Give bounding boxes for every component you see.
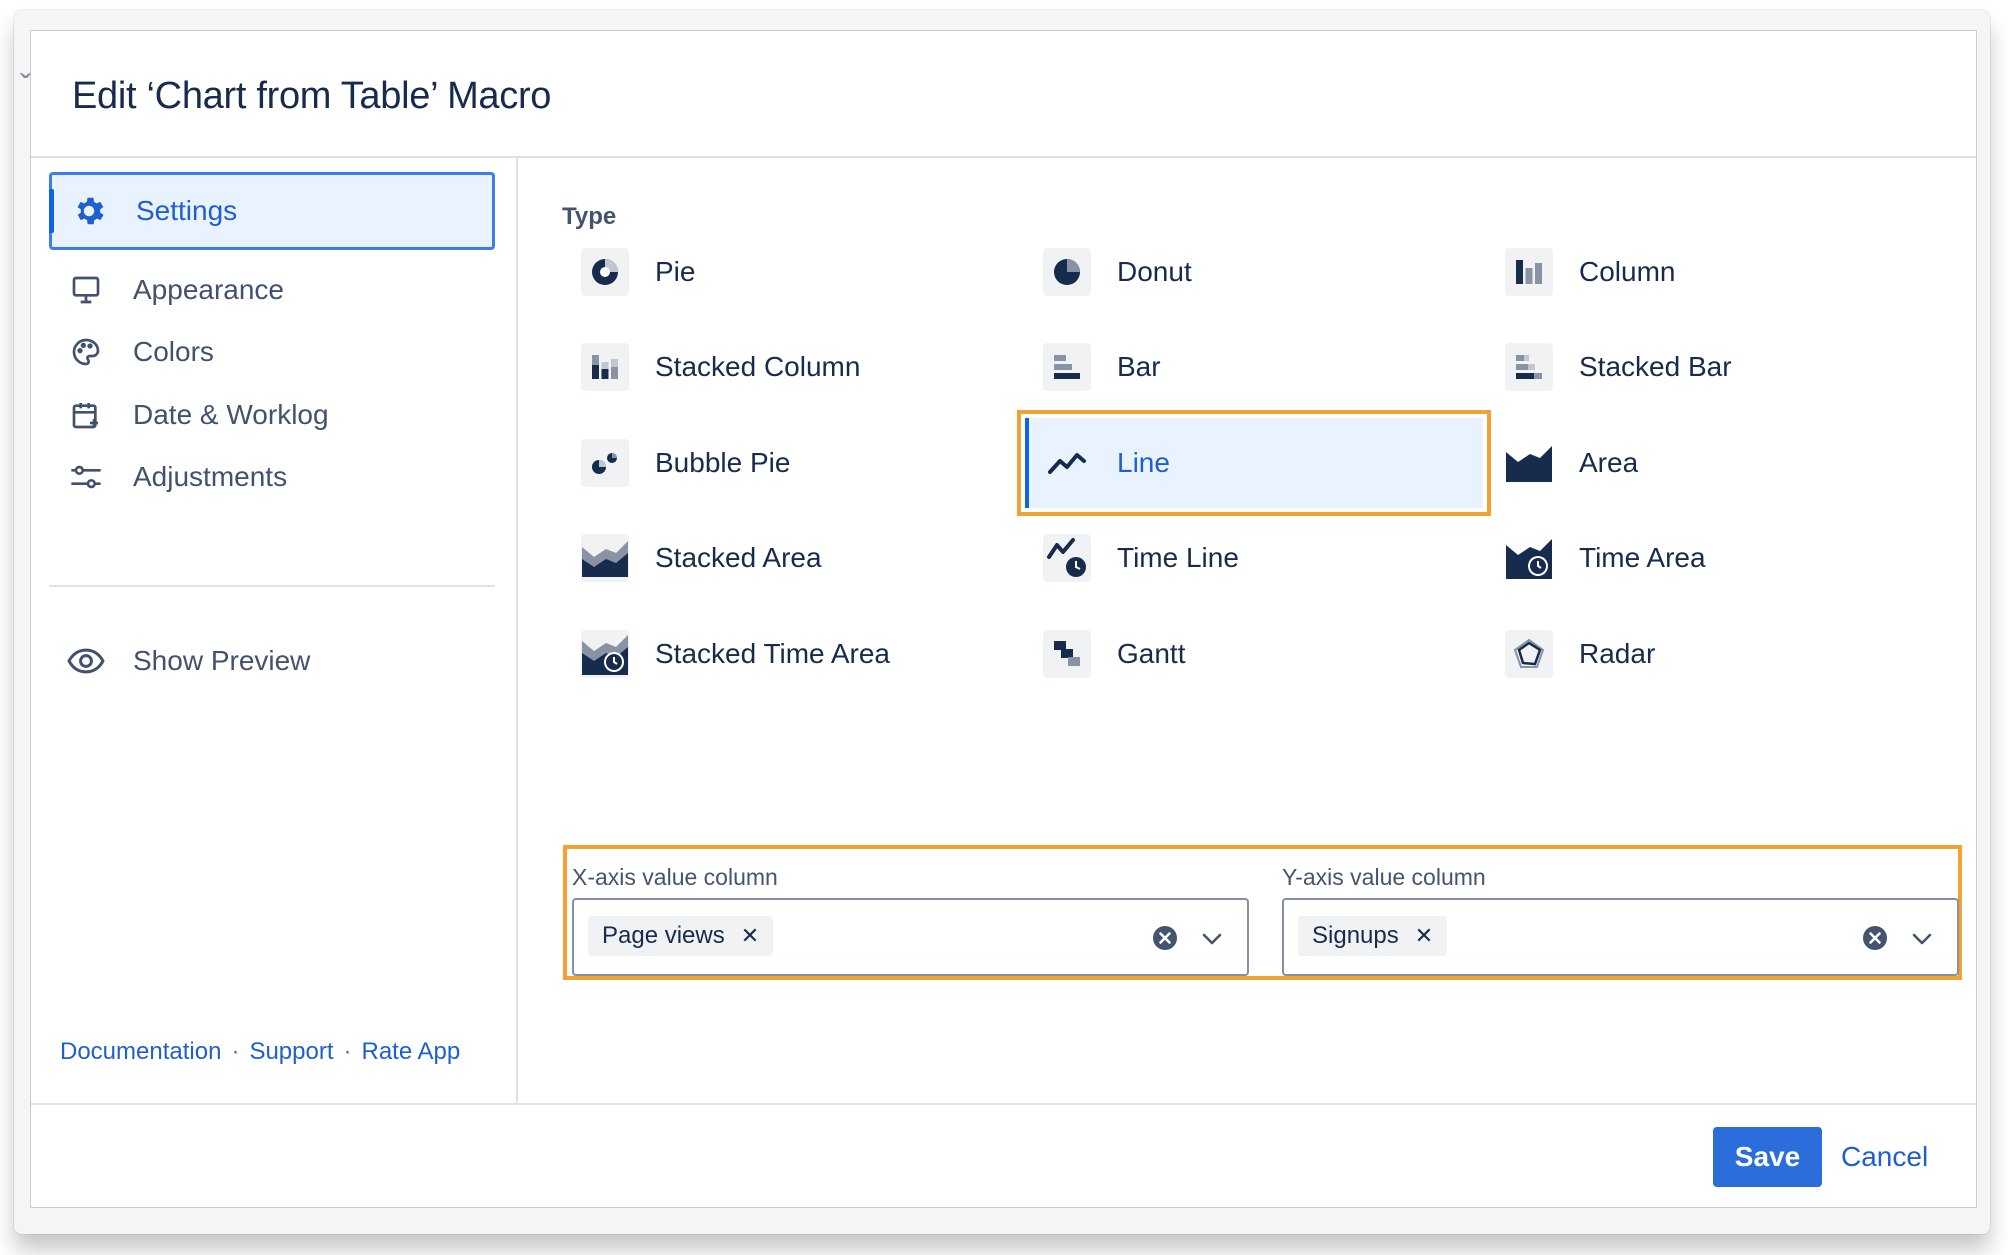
pie-chart-icon xyxy=(581,248,629,296)
sidebar-item-label: Colors xyxy=(133,336,214,367)
settings-panel: Type Pie Donut Column Stacked Column xyxy=(518,158,1976,1103)
line-chart-icon xyxy=(1043,439,1091,487)
monitor-icon xyxy=(67,271,105,309)
background-decoration: ˇ xyxy=(20,68,32,106)
remove-chip-icon[interactable]: ✕ xyxy=(1414,923,1434,948)
dialog-title: Edit ‘Chart from Table’ Macro xyxy=(72,75,552,117)
stacked-time-area-chart-icon xyxy=(581,630,629,678)
column-chart-icon xyxy=(1505,248,1553,296)
edit-macro-dialog: Edit ‘Chart from Table’ Macro Settings A… xyxy=(30,30,1977,1208)
sidebar-item-colors[interactable]: Colors xyxy=(49,313,495,391)
sidebar-item-label: Adjustments xyxy=(133,461,288,492)
radar-chart-icon xyxy=(1505,630,1553,678)
type-option-label: Stacked Area xyxy=(655,542,822,573)
type-option-area[interactable]: Area xyxy=(1487,418,1945,508)
link-separator: · xyxy=(343,1038,352,1065)
eye-icon xyxy=(67,642,105,680)
gear-icon xyxy=(70,192,108,230)
type-option-label: Bubble Pie xyxy=(655,447,791,478)
type-option-label: Bar xyxy=(1117,351,1161,382)
type-option-time-area[interactable]: Time Area xyxy=(1487,513,1945,603)
time-area-chart-icon xyxy=(1505,534,1553,582)
type-option-label: Pie xyxy=(655,256,696,287)
type-option-stacked-time-area[interactable]: Stacked Time Area xyxy=(563,609,1021,699)
type-option-label: Radar xyxy=(1579,638,1656,669)
type-option-stacked-area[interactable]: Stacked Area xyxy=(563,513,1021,603)
documentation-link[interactable]: Documentation xyxy=(60,1038,222,1065)
y-axis-label: Y-axis value column xyxy=(1282,864,1486,890)
stacked-area-chart-icon xyxy=(581,534,629,582)
type-option-stacked-column[interactable]: Stacked Column xyxy=(563,322,1021,412)
type-option-gantt[interactable]: Gantt xyxy=(1025,609,1483,699)
donut-chart-icon xyxy=(1043,248,1091,296)
show-preview-button[interactable]: Show Preview xyxy=(49,622,495,700)
type-heading: Type xyxy=(562,203,617,230)
help-links: Documentation · Support · Rate App xyxy=(60,1038,460,1066)
type-option-time-line[interactable]: Time Line xyxy=(1025,513,1483,603)
type-option-label: Column xyxy=(1579,256,1676,287)
bubble-pie-chart-icon xyxy=(581,439,629,487)
sidebar-item-label: Settings xyxy=(136,195,238,226)
save-button[interactable]: Save xyxy=(1713,1127,1822,1187)
type-option-label: Gantt xyxy=(1117,638,1186,669)
cancel-button[interactable]: Cancel xyxy=(1831,1127,1938,1187)
type-option-label: Stacked Bar xyxy=(1579,351,1732,382)
sidebar-item-settings[interactable]: Settings xyxy=(49,172,495,250)
type-option-label: Stacked Time Area xyxy=(655,638,891,669)
type-option-stacked-bar[interactable]: Stacked Bar xyxy=(1487,322,1945,412)
chip-label: Signups xyxy=(1312,922,1399,949)
sidebar-item-label: Date & Worklog xyxy=(133,399,329,430)
sidebar-divider xyxy=(49,585,495,587)
stacked-column-chart-icon xyxy=(581,343,629,391)
x-axis-selected-chip: Page views ✕ xyxy=(588,916,774,956)
type-option-bubble-pie[interactable]: Bubble Pie xyxy=(563,418,1021,508)
sidebar-item-adjustments[interactable]: Adjustments xyxy=(49,438,495,516)
bar-chart-icon xyxy=(1043,343,1091,391)
type-option-pie[interactable]: Pie xyxy=(563,227,1021,317)
calendar-icon xyxy=(67,396,105,434)
y-axis-select[interactable]: Signups ✕ xyxy=(1282,898,1959,976)
show-preview-label: Show Preview xyxy=(133,645,311,676)
x-axis-select[interactable]: Page views ✕ xyxy=(572,898,1249,976)
support-link[interactable]: Support xyxy=(249,1038,334,1065)
type-option-label: Donut xyxy=(1117,256,1192,287)
dialog-footer: Save Cancel xyxy=(31,1103,1976,1209)
sidebar-item-label: Appearance xyxy=(133,274,285,305)
rate-app-link[interactable]: Rate App xyxy=(361,1038,461,1065)
stacked-bar-chart-icon xyxy=(1505,343,1553,391)
sidebar-item-appearance[interactable]: Appearance xyxy=(49,251,495,329)
clear-icon[interactable] xyxy=(1861,924,1889,952)
type-option-label: Stacked Column xyxy=(655,351,861,382)
type-option-bar[interactable]: Bar xyxy=(1025,322,1483,412)
area-chart-icon xyxy=(1505,439,1553,487)
type-option-radar[interactable]: Radar xyxy=(1487,609,1945,699)
y-axis-selected-chip: Signups ✕ xyxy=(1298,916,1448,956)
type-option-label: Area xyxy=(1579,447,1639,478)
time-line-chart-icon xyxy=(1043,534,1091,582)
gantt-chart-icon xyxy=(1043,630,1091,678)
sidebar-item-date-worklog[interactable]: Date & Worklog xyxy=(49,376,495,454)
sidebar: Settings Appearance Colors Date & Worklo… xyxy=(31,158,518,1103)
chevron-down-icon[interactable] xyxy=(1199,926,1225,952)
type-option-column[interactable]: Column xyxy=(1487,227,1945,317)
dialog-header: Edit ‘Chart from Table’ Macro xyxy=(31,31,1976,158)
x-axis-label: X-axis value column xyxy=(572,864,778,890)
type-option-label: Time Area xyxy=(1579,542,1706,573)
chevron-down-icon[interactable] xyxy=(1909,926,1935,952)
type-option-donut[interactable]: Donut xyxy=(1025,227,1483,317)
link-separator: · xyxy=(231,1038,240,1065)
remove-chip-icon[interactable]: ✕ xyxy=(740,923,760,948)
clear-icon[interactable] xyxy=(1151,924,1179,952)
type-option-line[interactable]: Line xyxy=(1017,410,1491,516)
type-option-label: Line xyxy=(1117,447,1170,478)
type-option-label: Time Line xyxy=(1117,542,1239,573)
palette-icon xyxy=(67,333,105,371)
chip-label: Page views xyxy=(602,922,725,949)
axis-columns-section: X-axis value column Page views ✕ Y-axis … xyxy=(563,845,1962,980)
sliders-icon xyxy=(67,458,105,496)
